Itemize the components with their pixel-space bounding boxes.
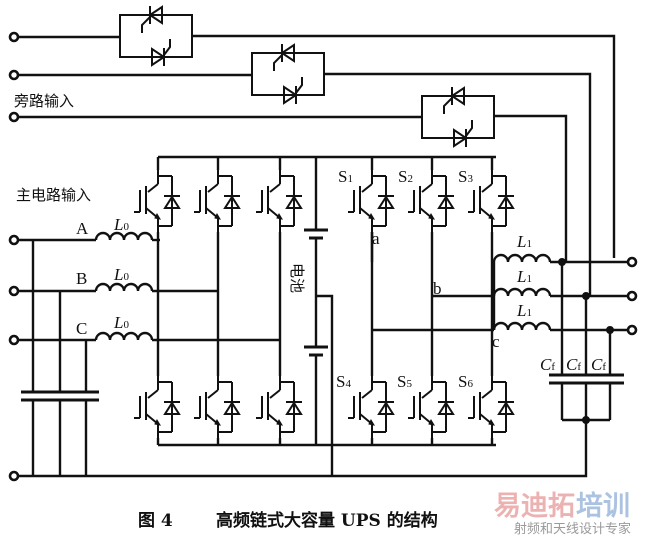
output-inductor-3	[492, 321, 552, 332]
input-inductor-label-a: L0	[113, 215, 129, 234]
bypass-thyristor-pair-2	[251, 43, 325, 105]
rectifier-igbt-upper-1	[133, 169, 181, 233]
watermark-tagline: 射频和天线设计专家	[514, 521, 631, 537]
switch-s5-label: S5	[397, 372, 412, 391]
filter-cap-label-3: Cf	[591, 355, 606, 374]
input-inductor-b	[94, 282, 154, 293]
output-terminal-3	[626, 324, 638, 336]
input-inductor-c	[94, 331, 154, 342]
rectifier-igbt-lower-2	[193, 375, 241, 439]
output-filter: L1 L1 L1 Cf Cf Cf	[330, 232, 638, 478]
input-capacitors	[21, 390, 99, 402]
rectifier-igbt-lower-3	[255, 375, 303, 439]
bypass-thyristor-pair-3	[421, 86, 495, 148]
switch-s2-label: S2	[398, 167, 413, 186]
input-inductor-a	[94, 231, 154, 242]
watermark-brand-red: 易迪拓	[494, 491, 575, 522]
node-b-label: b	[433, 279, 442, 298]
output-inductor-label-2: L1	[516, 267, 532, 286]
output-terminal-2	[626, 290, 638, 302]
filter-cap-label-2: Cf	[566, 355, 581, 374]
rectifier-igbt-upper-2	[193, 169, 241, 233]
figure-caption: 图 4 高频链式大容量 UPS 的结构	[138, 510, 438, 531]
output-terminal-1	[626, 256, 638, 268]
node-a-label: a	[372, 229, 380, 248]
bypass-input-label: 旁路输入	[14, 92, 74, 110]
switch-s6-label: S6	[458, 372, 473, 391]
switch-s4-label: S4	[336, 372, 351, 391]
main-terminal-n	[8, 470, 20, 482]
main-terminal-a	[8, 234, 20, 246]
watermark: 易迪拓 培训 射频和天线设计专家	[494, 491, 631, 537]
output-inductor-label-3: L1	[516, 301, 532, 320]
input-inductor-label-c: L0	[113, 313, 129, 332]
main-terminal-c	[8, 334, 20, 346]
rectifier-igbt-upper-3	[255, 169, 303, 233]
filter-cap-label-1: Cf	[540, 355, 555, 374]
filter-capacitors	[549, 373, 624, 385]
node-c-label: c	[492, 332, 500, 351]
figure-title: 高频链式大容量 UPS 的结构	[216, 510, 438, 531]
switch-s6	[467, 375, 515, 439]
input-inductor-label-b: L0	[113, 265, 129, 284]
rectifier-igbt-lower-1	[133, 375, 181, 439]
bypass-thyristor-pair-1	[119, 5, 193, 67]
output-inductor-2	[492, 287, 552, 298]
switch-s2	[407, 169, 455, 233]
watermark-brand-blue: 培训	[576, 491, 630, 522]
phase-a-label: A	[76, 219, 89, 238]
switch-s5	[407, 375, 455, 439]
output-inductor-1	[492, 253, 552, 264]
bypass-terminal-3	[8, 111, 20, 123]
bypass-section: 旁路输入	[8, 5, 616, 296]
inverter-bridge: S1 S2 S3 S4 S5 S6 a b c	[336, 157, 515, 445]
phase-c-label: C	[76, 319, 87, 338]
battery: 电池	[288, 157, 334, 476]
figure-number: 图 4	[138, 511, 173, 531]
rectifier-bridge	[133, 155, 496, 447]
main-terminal-b	[8, 285, 20, 297]
bypass-terminal-2	[8, 69, 20, 81]
battery-label: 电池	[288, 263, 306, 293]
main-input-label: 主电路输入	[16, 186, 91, 204]
switch-s1-label: S1	[338, 167, 353, 186]
switch-s3	[467, 169, 515, 233]
main-input-section: 主电路输入 A B C L0 L0 L0	[8, 186, 330, 482]
bypass-terminal-1	[8, 31, 20, 43]
switch-s4	[347, 375, 395, 439]
phase-b-label: B	[76, 269, 87, 288]
output-inductor-label-1: L1	[516, 232, 532, 251]
switch-s1	[347, 169, 395, 233]
switch-s3-label: S3	[458, 167, 473, 186]
